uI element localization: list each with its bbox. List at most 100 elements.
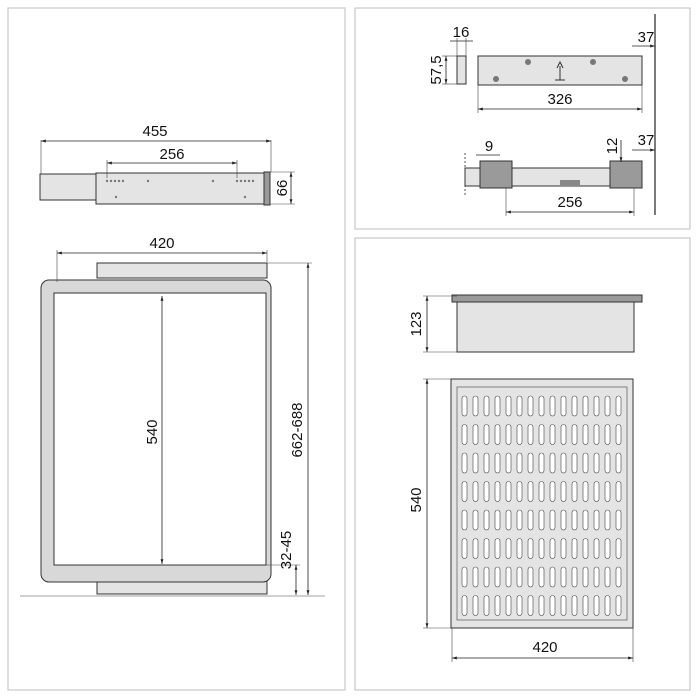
basket-slot — [571, 424, 578, 445]
basket-slot — [582, 595, 589, 616]
basket-slot — [472, 481, 479, 502]
basket-slot — [615, 395, 622, 417]
basket-slot — [505, 481, 512, 502]
basket-views: 123 540 420 — [408, 294, 643, 662]
basket-slot — [527, 395, 534, 417]
basket-slot — [593, 452, 600, 474]
basket-slot — [604, 481, 611, 502]
basket-slot — [571, 566, 578, 588]
basket-slot — [527, 452, 534, 474]
side-view: 455 256 66 — [39, 123, 295, 206]
basket-slot — [593, 481, 600, 502]
side-panel — [95, 172, 267, 205]
dimension-label-57-5: 57,5 — [428, 55, 445, 84]
basket-slot — [615, 481, 622, 502]
basket-slot — [527, 566, 534, 588]
basket-slot — [549, 509, 556, 531]
basket-slot — [560, 595, 567, 616]
locking-clip — [560, 180, 580, 185]
basket-slot — [604, 595, 611, 616]
dimension-label-16: 16 — [453, 24, 470, 41]
basket-slot — [582, 395, 589, 417]
basket-slot — [505, 566, 512, 588]
basket-slot — [560, 452, 567, 474]
dimension-label-455: 455 — [142, 123, 167, 140]
basket-slot — [604, 509, 611, 531]
basket-slot — [615, 424, 622, 445]
dimension-label-66: 66 — [274, 180, 291, 197]
basket-slot — [505, 509, 512, 531]
basket-inner — [53, 292, 267, 566]
basket-slot — [571, 395, 578, 417]
basket-slot — [549, 595, 556, 616]
basket-slot — [549, 452, 556, 474]
basket-slot — [505, 424, 512, 445]
dimension-label-12: 12 — [604, 138, 621, 155]
basket-slot — [461, 538, 468, 559]
basket-slot — [461, 481, 468, 502]
basket-slot — [516, 538, 523, 559]
dimension-label-9: 9 — [485, 138, 493, 155]
basket-top-view — [450, 378, 634, 629]
dimension-label-326: 326 — [547, 91, 572, 108]
basket-slot — [494, 509, 501, 531]
bracket-detail: 16 57,5 326 37 9 12 37 256 — [428, 14, 656, 216]
basket-slot — [505, 395, 512, 417]
basket-slot — [483, 566, 490, 588]
basket-slot — [472, 452, 479, 474]
basket-slot — [527, 595, 534, 616]
basket-slot — [483, 595, 490, 616]
basket-slot — [604, 566, 611, 588]
dimension-label-420: 420 — [149, 235, 174, 252]
basket-slot — [516, 395, 523, 417]
basket-slot — [516, 452, 523, 474]
basket-slot — [494, 595, 501, 616]
basket-slot — [505, 538, 512, 559]
basket-slot — [604, 452, 611, 474]
basket-slot — [582, 566, 589, 588]
basket-slot — [615, 595, 622, 616]
basket-slot — [571, 452, 578, 474]
basket-slot — [593, 538, 600, 559]
basket-side-view — [456, 301, 635, 353]
basket-slot — [560, 481, 567, 502]
basket-slot — [461, 395, 468, 417]
dimension-label-540-basket: 540 — [408, 487, 425, 512]
dimension-label-256: 256 — [159, 146, 184, 163]
basket-slot — [494, 481, 501, 502]
dimension-label-37-bottom: 37 — [638, 132, 655, 149]
basket-slot — [549, 538, 556, 559]
basket-slot — [472, 566, 479, 588]
basket-slot — [582, 424, 589, 445]
basket-slot — [571, 595, 578, 616]
basket-slot — [527, 481, 534, 502]
basket-slot — [505, 595, 512, 616]
basket-slot — [604, 424, 611, 445]
basket-slot — [483, 452, 490, 474]
basket-slot — [538, 481, 545, 502]
basket-slot — [516, 481, 523, 502]
basket-slot — [604, 395, 611, 417]
arrow-up-icon — [555, 60, 565, 81]
basket-slot — [461, 595, 468, 616]
dimension-label-256-bracket: 256 — [557, 194, 582, 211]
dimension-label-662-688: 662-688 — [289, 402, 306, 457]
basket-slot — [560, 395, 567, 417]
basket-slot — [571, 509, 578, 531]
dimension-label-32-45: 32-45 — [278, 531, 295, 569]
basket-slot — [461, 452, 468, 474]
basket-slot — [593, 595, 600, 616]
basket-slot — [472, 538, 479, 559]
basket-slot — [527, 509, 534, 531]
basket-slot — [582, 481, 589, 502]
basket-slot — [494, 424, 501, 445]
basket-slot — [472, 424, 479, 445]
basket-slot — [538, 424, 545, 445]
basket-slot — [494, 566, 501, 588]
basket-slot — [560, 538, 567, 559]
basket-slot — [472, 509, 479, 531]
basket-slot — [538, 452, 545, 474]
basket-slot — [494, 452, 501, 474]
basket-slot — [593, 509, 600, 531]
